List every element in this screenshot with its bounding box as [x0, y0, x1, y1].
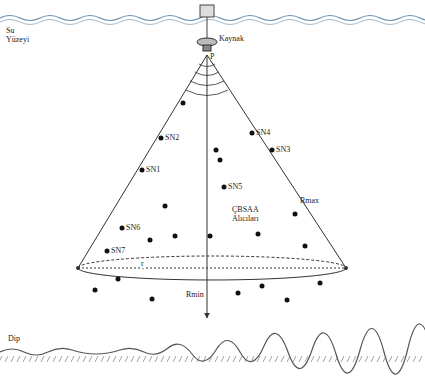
- cone-edge-point: [76, 266, 80, 270]
- callout-number: SN4: [256, 128, 270, 137]
- point-label: P: [210, 52, 214, 61]
- receiver-dots: [93, 101, 323, 303]
- sea-bed: [0, 324, 425, 374]
- range-label: Rmax: [300, 196, 319, 205]
- callout-number: SN1: [146, 165, 160, 174]
- receiver-label: ÇBSAA Alıcıları: [232, 205, 276, 223]
- callout-number: SN2: [165, 133, 179, 142]
- source-label: Kaynak: [219, 34, 244, 43]
- seabed-label: Dip: [8, 334, 20, 343]
- beam-cone: [78, 55, 346, 318]
- cone-edge-point: [344, 266, 348, 270]
- callout-number: SN7: [111, 246, 125, 255]
- sea-surface-2: [0, 20, 425, 25]
- buoy-cable: [207, 17, 208, 38]
- sea-bed-hatch: [0, 356, 422, 362]
- buoy: [200, 5, 214, 17]
- surface-label: Su Yüzeyi: [6, 26, 36, 44]
- callout-number: SN5: [228, 182, 242, 191]
- range-label: Rmin: [186, 290, 204, 299]
- callout-number: SN3: [276, 145, 290, 154]
- radius-label: r: [140, 259, 145, 268]
- transducer-body: [203, 45, 211, 51]
- callout-number: SN6: [126, 223, 140, 232]
